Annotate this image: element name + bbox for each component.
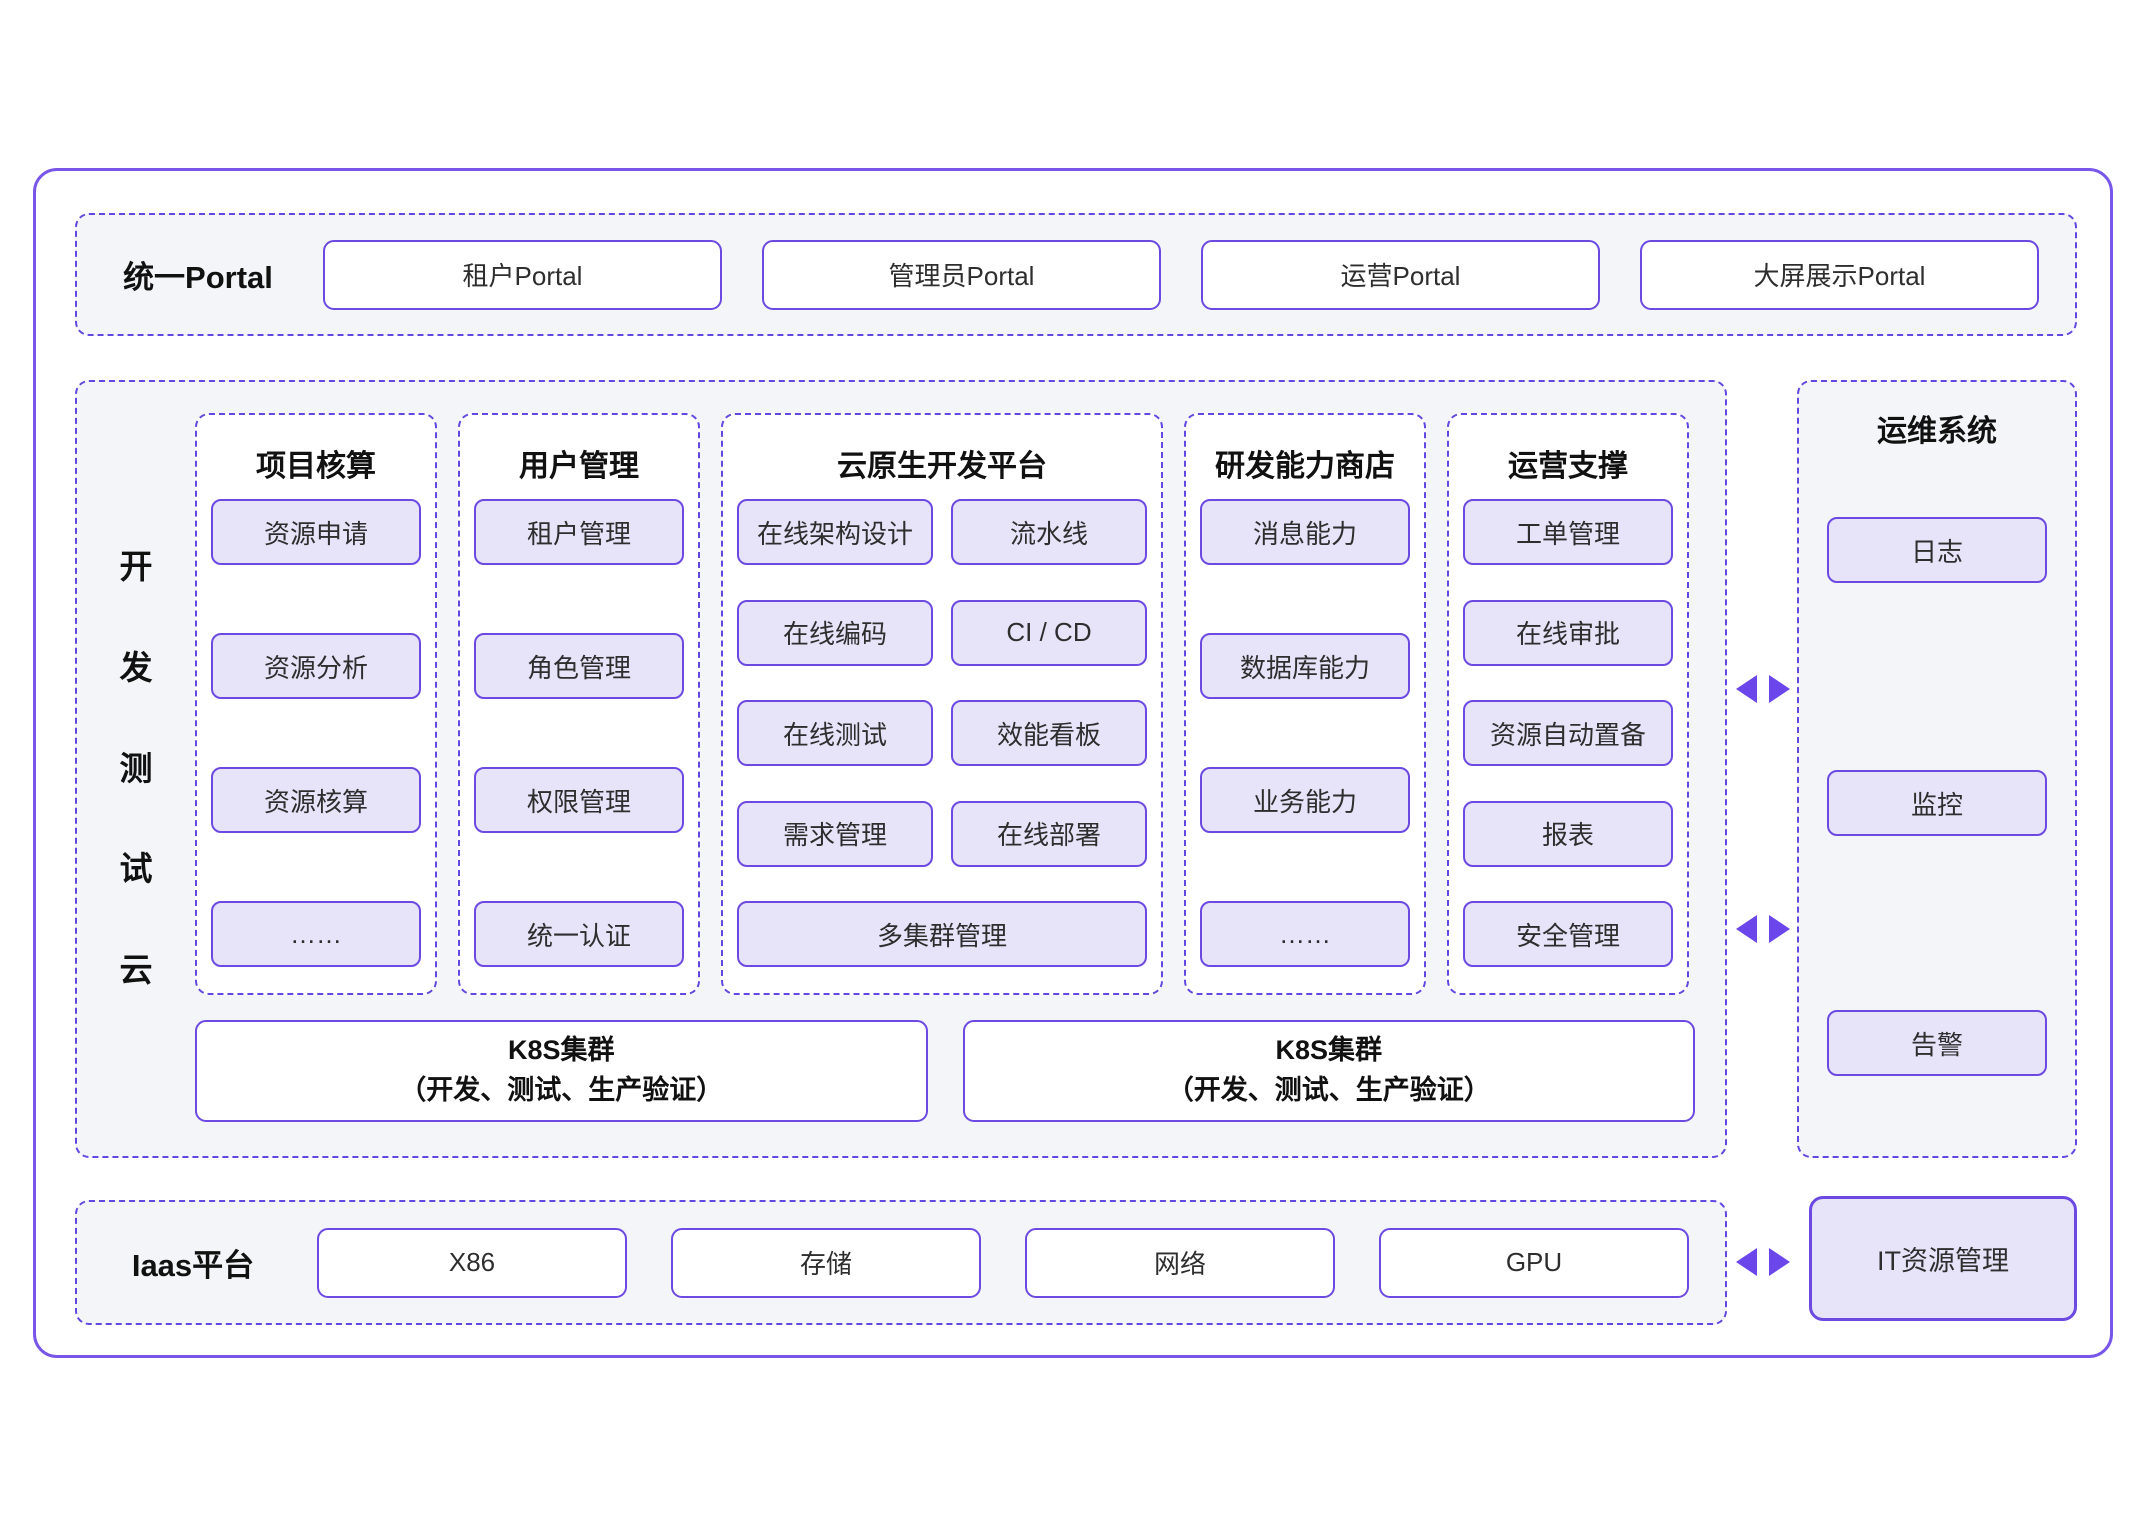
gpu-box: GPU <box>1379 1227 1689 1298</box>
column-user-management: 用户管理 租户管理 角色管理 权限管理 统一认证 <box>458 413 700 995</box>
arrow-left-icon <box>1736 675 1757 703</box>
module-box: 流水线 <box>951 499 1147 565</box>
column-items: 租户管理 角色管理 权限管理 统一认证 <box>474 499 684 967</box>
arrow-right-icon <box>1769 675 1790 703</box>
iaas-bar: Iaas平台 X86 存储 网络 GPU <box>75 1200 1727 1325</box>
ops-log-box: 日志 <box>1827 517 2047 583</box>
k8s-cluster-envs: （开发、测试、生产验证） <box>1166 1075 1491 1105</box>
portal-bar: 统一Portal 租户Portal 管理员Portal 运营Portal 大屏展… <box>75 213 2077 336</box>
k8s-cluster-row: K8S集群 （开发、测试、生产验证） K8S集群 （开发、测试、生产验证） <box>195 1020 1695 1122</box>
panel-ops-system: 运维系统 日志 监控 告警 <box>1797 380 2077 1158</box>
module-box: …… <box>1200 901 1410 967</box>
module-row: 在线架构设计 流水线 <box>737 499 1147 565</box>
column-title: 研发能力商店 <box>1215 450 1395 483</box>
module-box: 在线架构设计 <box>737 499 933 565</box>
module-row: 在线测试 效能看板 <box>737 700 1147 766</box>
k8s-cluster-name: K8S集群 <box>507 1035 615 1066</box>
storage-box: 存储 <box>671 1227 981 1298</box>
module-box: 在线测试 <box>737 700 933 766</box>
arrow-right-icon <box>1769 1248 1790 1276</box>
column-items: 在线架构设计 流水线 在线编码 CI / CD 在线测试 效能看板 需求管理 <box>737 499 1147 967</box>
column-rd-capability-store: 研发能力商店 消息能力 数据库能力 业务能力 …… <box>1184 413 1426 995</box>
module-box-full-width: 多集群管理 <box>737 901 1147 967</box>
module-row: 在线编码 CI / CD <box>737 599 1147 666</box>
dev-test-cloud-section: 开发测试云 项目核算 资源申请 资源分析 资源核算 …… 用户管理 租户管理 <box>75 380 1727 1158</box>
portal-bar-label: 统一Portal <box>123 260 273 295</box>
dev-test-cloud-label-text: 开发测试云 <box>119 548 153 988</box>
column-title: 运营支撑 <box>1508 450 1628 483</box>
ops-alert-box: 告警 <box>1827 1010 2047 1076</box>
module-box: 资源分析 <box>211 633 421 699</box>
module-box: 工单管理 <box>1463 499 1673 565</box>
bidirectional-arrows-icon <box>1736 675 1790 703</box>
module-box: 租户管理 <box>474 499 684 565</box>
module-box: 数据库能力 <box>1200 633 1410 699</box>
column-items: 工单管理 在线审批 资源自动置备 报表 安全管理 <box>1463 499 1673 967</box>
module-box: 安全管理 <box>1463 901 1673 967</box>
module-box: 角色管理 <box>474 633 684 699</box>
module-box: 在线审批 <box>1463 599 1673 666</box>
module-box: 在线部署 <box>951 800 1147 867</box>
x86-box: X86 <box>317 1227 627 1298</box>
arrow-left-icon <box>1736 1248 1757 1276</box>
bigscreen-portal-box: 大屏展示Portal <box>1640 239 2039 310</box>
column-title: 项目核算 <box>256 450 376 483</box>
operation-portal-box: 运营Portal <box>1201 239 1600 310</box>
column-title: 云原生开发平台 <box>837 450 1047 483</box>
outer-container: 统一Portal 租户Portal 管理员Portal 运营Portal 大屏展… <box>33 168 2113 1358</box>
module-row: 需求管理 在线部署 <box>737 800 1147 867</box>
module-box: 资源自动置备 <box>1463 700 1673 766</box>
bidirectional-arrows-icon <box>1736 1248 1790 1276</box>
module-box: …… <box>211 901 421 967</box>
iaas-bar-label: Iaas平台 <box>131 1248 255 1283</box>
module-box: 资源申请 <box>211 499 421 565</box>
module-box: 效能看板 <box>951 700 1147 766</box>
module-box: 统一认证 <box>474 901 684 967</box>
bidirectional-arrows-icon <box>1736 915 1790 943</box>
module-box: 权限管理 <box>474 767 684 833</box>
admin-portal-box: 管理员Portal <box>762 239 1161 310</box>
column-title: 用户管理 <box>519 450 639 483</box>
k8s-cluster-box: K8S集群 （开发、测试、生产验证） <box>195 1020 928 1122</box>
it-resource-management-box: IT资源管理 <box>1809 1196 2077 1321</box>
column-items: 资源申请 资源分析 资源核算 …… <box>211 499 421 967</box>
module-box: 需求管理 <box>737 800 933 867</box>
k8s-cluster-box: K8S集群 （开发、测试、生产验证） <box>962 1020 1695 1122</box>
module-box: CI / CD <box>951 599 1147 666</box>
column-items: 消息能力 数据库能力 业务能力 …… <box>1200 499 1410 967</box>
column-cloud-native-dev-platform: 云原生开发平台 在线架构设计 流水线 在线编码 CI / CD 在线测试 效能看 <box>721 413 1163 995</box>
column-operation-support: 运营支撑 工单管理 在线审批 资源自动置备 报表 安全管理 <box>1447 413 1689 995</box>
dev-test-cloud-label: 开发测试云 <box>77 382 195 1156</box>
module-box: 资源核算 <box>211 767 421 833</box>
k8s-cluster-envs: （开发、测试、生产验证） <box>399 1075 724 1105</box>
column-project-accounting: 项目核算 资源申请 资源分析 资源核算 …… <box>195 413 437 995</box>
module-box: 业务能力 <box>1200 767 1410 833</box>
module-columns: 项目核算 资源申请 资源分析 资源核算 …… 用户管理 租户管理 角色管理 权限… <box>195 413 1690 995</box>
module-box: 消息能力 <box>1200 499 1410 565</box>
ops-monitor-box: 监控 <box>1827 770 2047 836</box>
module-box: 在线编码 <box>737 599 933 666</box>
network-box: 网络 <box>1025 1227 1335 1298</box>
module-box: 报表 <box>1463 800 1673 867</box>
arrow-left-icon <box>1736 915 1757 943</box>
arrow-right-icon <box>1769 915 1790 943</box>
ops-system-title: 运维系统 <box>1877 415 1997 448</box>
k8s-cluster-name: K8S集群 <box>1275 1035 1383 1066</box>
tenant-portal-box: 租户Portal <box>323 239 722 310</box>
